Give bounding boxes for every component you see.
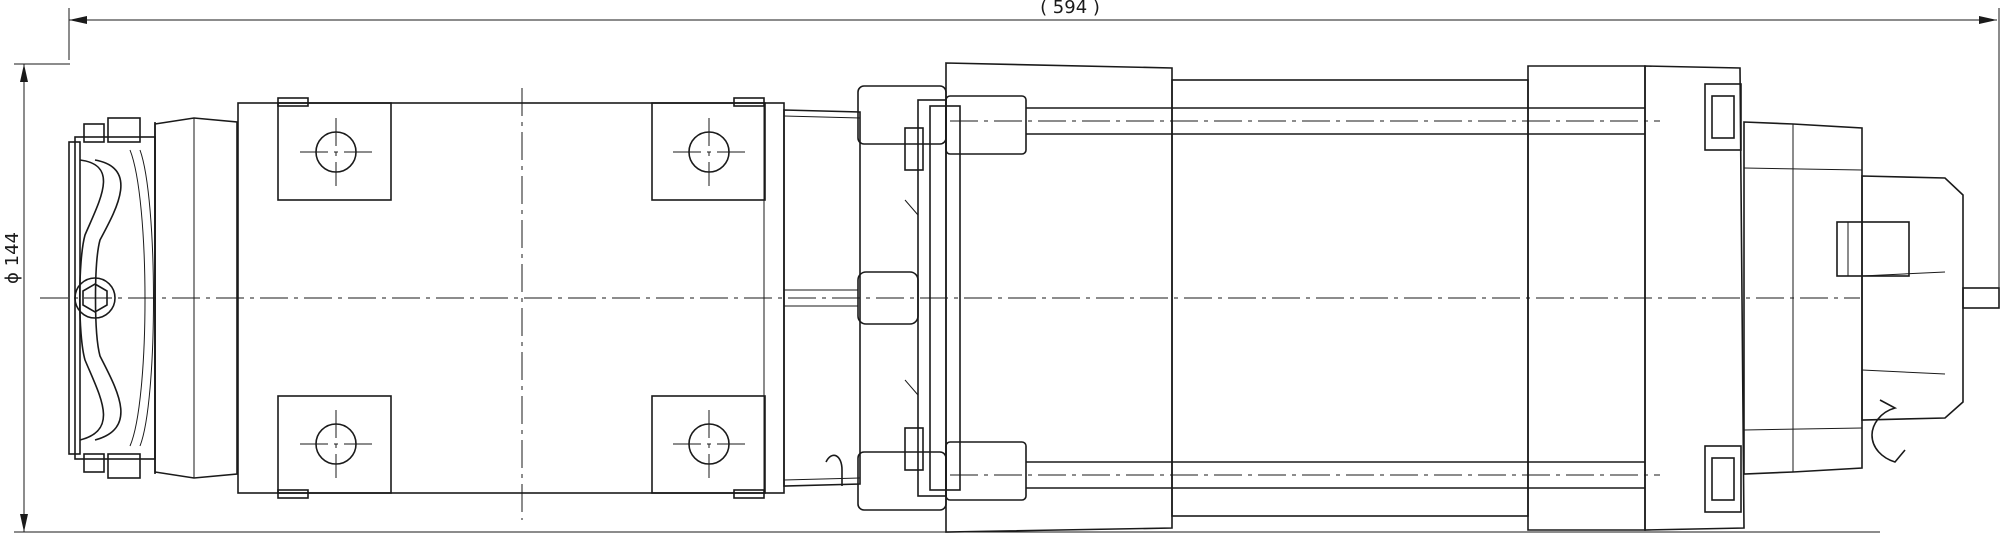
connector-plug [1836,221,1910,277]
front-flange [929,62,1173,533]
mounting-pad [277,395,392,494]
hex-socket-icon [74,277,116,319]
coupling-section [783,85,947,511]
motor-housing [1743,121,1863,475]
adapter-ring [154,117,238,479]
length-dimension: ( 594 ) [68,0,2000,295]
tie-rods [950,79,1660,517]
mounting-pads [277,102,766,494]
mounting-pad [277,102,392,201]
rear-flange [1527,65,1745,531]
mounting-pad [651,102,766,201]
length-dimension-label: ( 594 ) [1040,0,1100,18]
diameter-dimension-label: ϕ 144 [2,232,23,284]
mounting-pad [651,395,766,494]
shaft-end [1962,287,2000,309]
connector-block [1836,175,2000,463]
cable-clip-icon [1871,399,1906,463]
